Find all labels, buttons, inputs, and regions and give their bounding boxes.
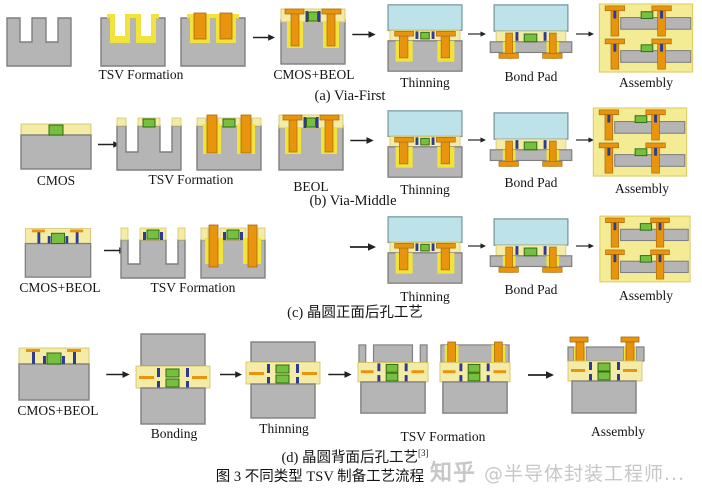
diagram-d-tsv-etch [356, 340, 430, 418]
caption-d: (d) 晶圆背面后孔工艺[3] [225, 446, 485, 467]
label-a-cmos-beol: CMOS+BEOL [273, 67, 355, 82]
label-d-bonding: Bonding [150, 426, 198, 441]
diagram-d-bonding [134, 332, 212, 426]
label-b-bond-pad: Bond Pad [504, 175, 558, 190]
label-c-tsv-formation: TSV Formation [150, 280, 236, 295]
arrow-icon [253, 33, 275, 42]
diagram-a-tsv-liner [98, 8, 168, 68]
caption-d-text: (d) 晶圆背面后孔工艺 [281, 450, 419, 466]
label-a-thinning: Thinning [400, 75, 450, 90]
arrow-icon [468, 30, 486, 38]
diagram-a-bond-pad [488, 2, 574, 68]
caption-a: (a) Via-First [314, 88, 386, 104]
watermark-zhihu-logo: 知乎 [430, 461, 477, 486]
label-b-cmos: CMOS [36, 173, 76, 188]
diagram-b-cmos [18, 116, 94, 172]
diagram-d-tsv-fill [438, 340, 512, 418]
diagram-d-assembly [566, 334, 646, 418]
diagram-a-thinning [384, 2, 466, 74]
label-a-assembly: Assembly [619, 75, 673, 90]
diagram-b-tsv-etch [114, 112, 184, 172]
diagram-b-tsv-fill [194, 112, 264, 172]
figure-caption: 图 3 不同类型 TSV 制备工艺流程 [215, 469, 425, 485]
watermark: 知乎 @半导体封装工程师... [430, 455, 685, 487]
diagram-c-bond-pad [488, 216, 574, 282]
diagram-b-beol [276, 110, 346, 172]
arrow-icon [468, 136, 486, 144]
arrow-icon [352, 30, 376, 39]
caption-b: (b) Via-Middle [309, 193, 397, 209]
label-d-assembly: Assembly [591, 424, 645, 439]
label-c-cmos-beol: CMOS+BEOL [19, 280, 101, 295]
label-c-assembly: Assembly [619, 288, 673, 303]
diagram-a-tsv-fill [178, 8, 248, 68]
watermark-handle: @半导体封装工程师... [484, 463, 686, 485]
arrow-icon [576, 242, 594, 250]
label-b-assembly: Assembly [615, 181, 669, 196]
arrow-icon [328, 370, 352, 379]
label-d-tsv-formation: TSV Formation [400, 429, 486, 444]
label-a-tsv-formation: TSV Formation [98, 67, 184, 82]
diagram-a-tsv-etch [4, 8, 74, 68]
diagram-b-bond-pad [488, 110, 574, 176]
arrow-icon [468, 242, 486, 250]
caption-c: (c) 晶圆正面后孔工艺 [287, 305, 423, 321]
caption-d-reference: [3] [418, 448, 429, 459]
label-a-bond-pad: Bond Pad [504, 69, 558, 84]
label-b-tsv-formation: TSV Formation [148, 172, 234, 187]
diagram-c-tsv-etch [118, 220, 188, 280]
arrow-icon [350, 136, 374, 145]
diagram-b-assembly [590, 106, 690, 178]
arrow-icon [576, 30, 594, 38]
diagram-c-cmos-beol [16, 222, 100, 280]
arrow-icon [106, 370, 130, 379]
label-b-beol: BEOL [293, 179, 329, 194]
diagram-d-thinning [244, 340, 322, 420]
arrow-icon [220, 370, 242, 379]
diagram-c-assembly [598, 214, 692, 284]
diagram-b-thinning [384, 108, 466, 180]
diagram-c-tsv-fill [198, 220, 268, 280]
label-c-thinning: Thinning [400, 289, 450, 304]
label-b-thinning: Thinning [400, 182, 450, 197]
diagram-c-thinning [384, 214, 466, 286]
diagram-d-cmos-beol [8, 342, 100, 402]
label-d-thinning: Thinning [259, 421, 309, 436]
arrow-icon [526, 370, 556, 380]
label-d-cmos-beol: CMOS+BEOL [17, 403, 99, 418]
diagram-a-cmos-beol [278, 4, 348, 66]
arrow-icon [350, 242, 376, 252]
label-c-bond-pad: Bond Pad [504, 282, 558, 297]
diagram-a-assembly [596, 2, 696, 74]
